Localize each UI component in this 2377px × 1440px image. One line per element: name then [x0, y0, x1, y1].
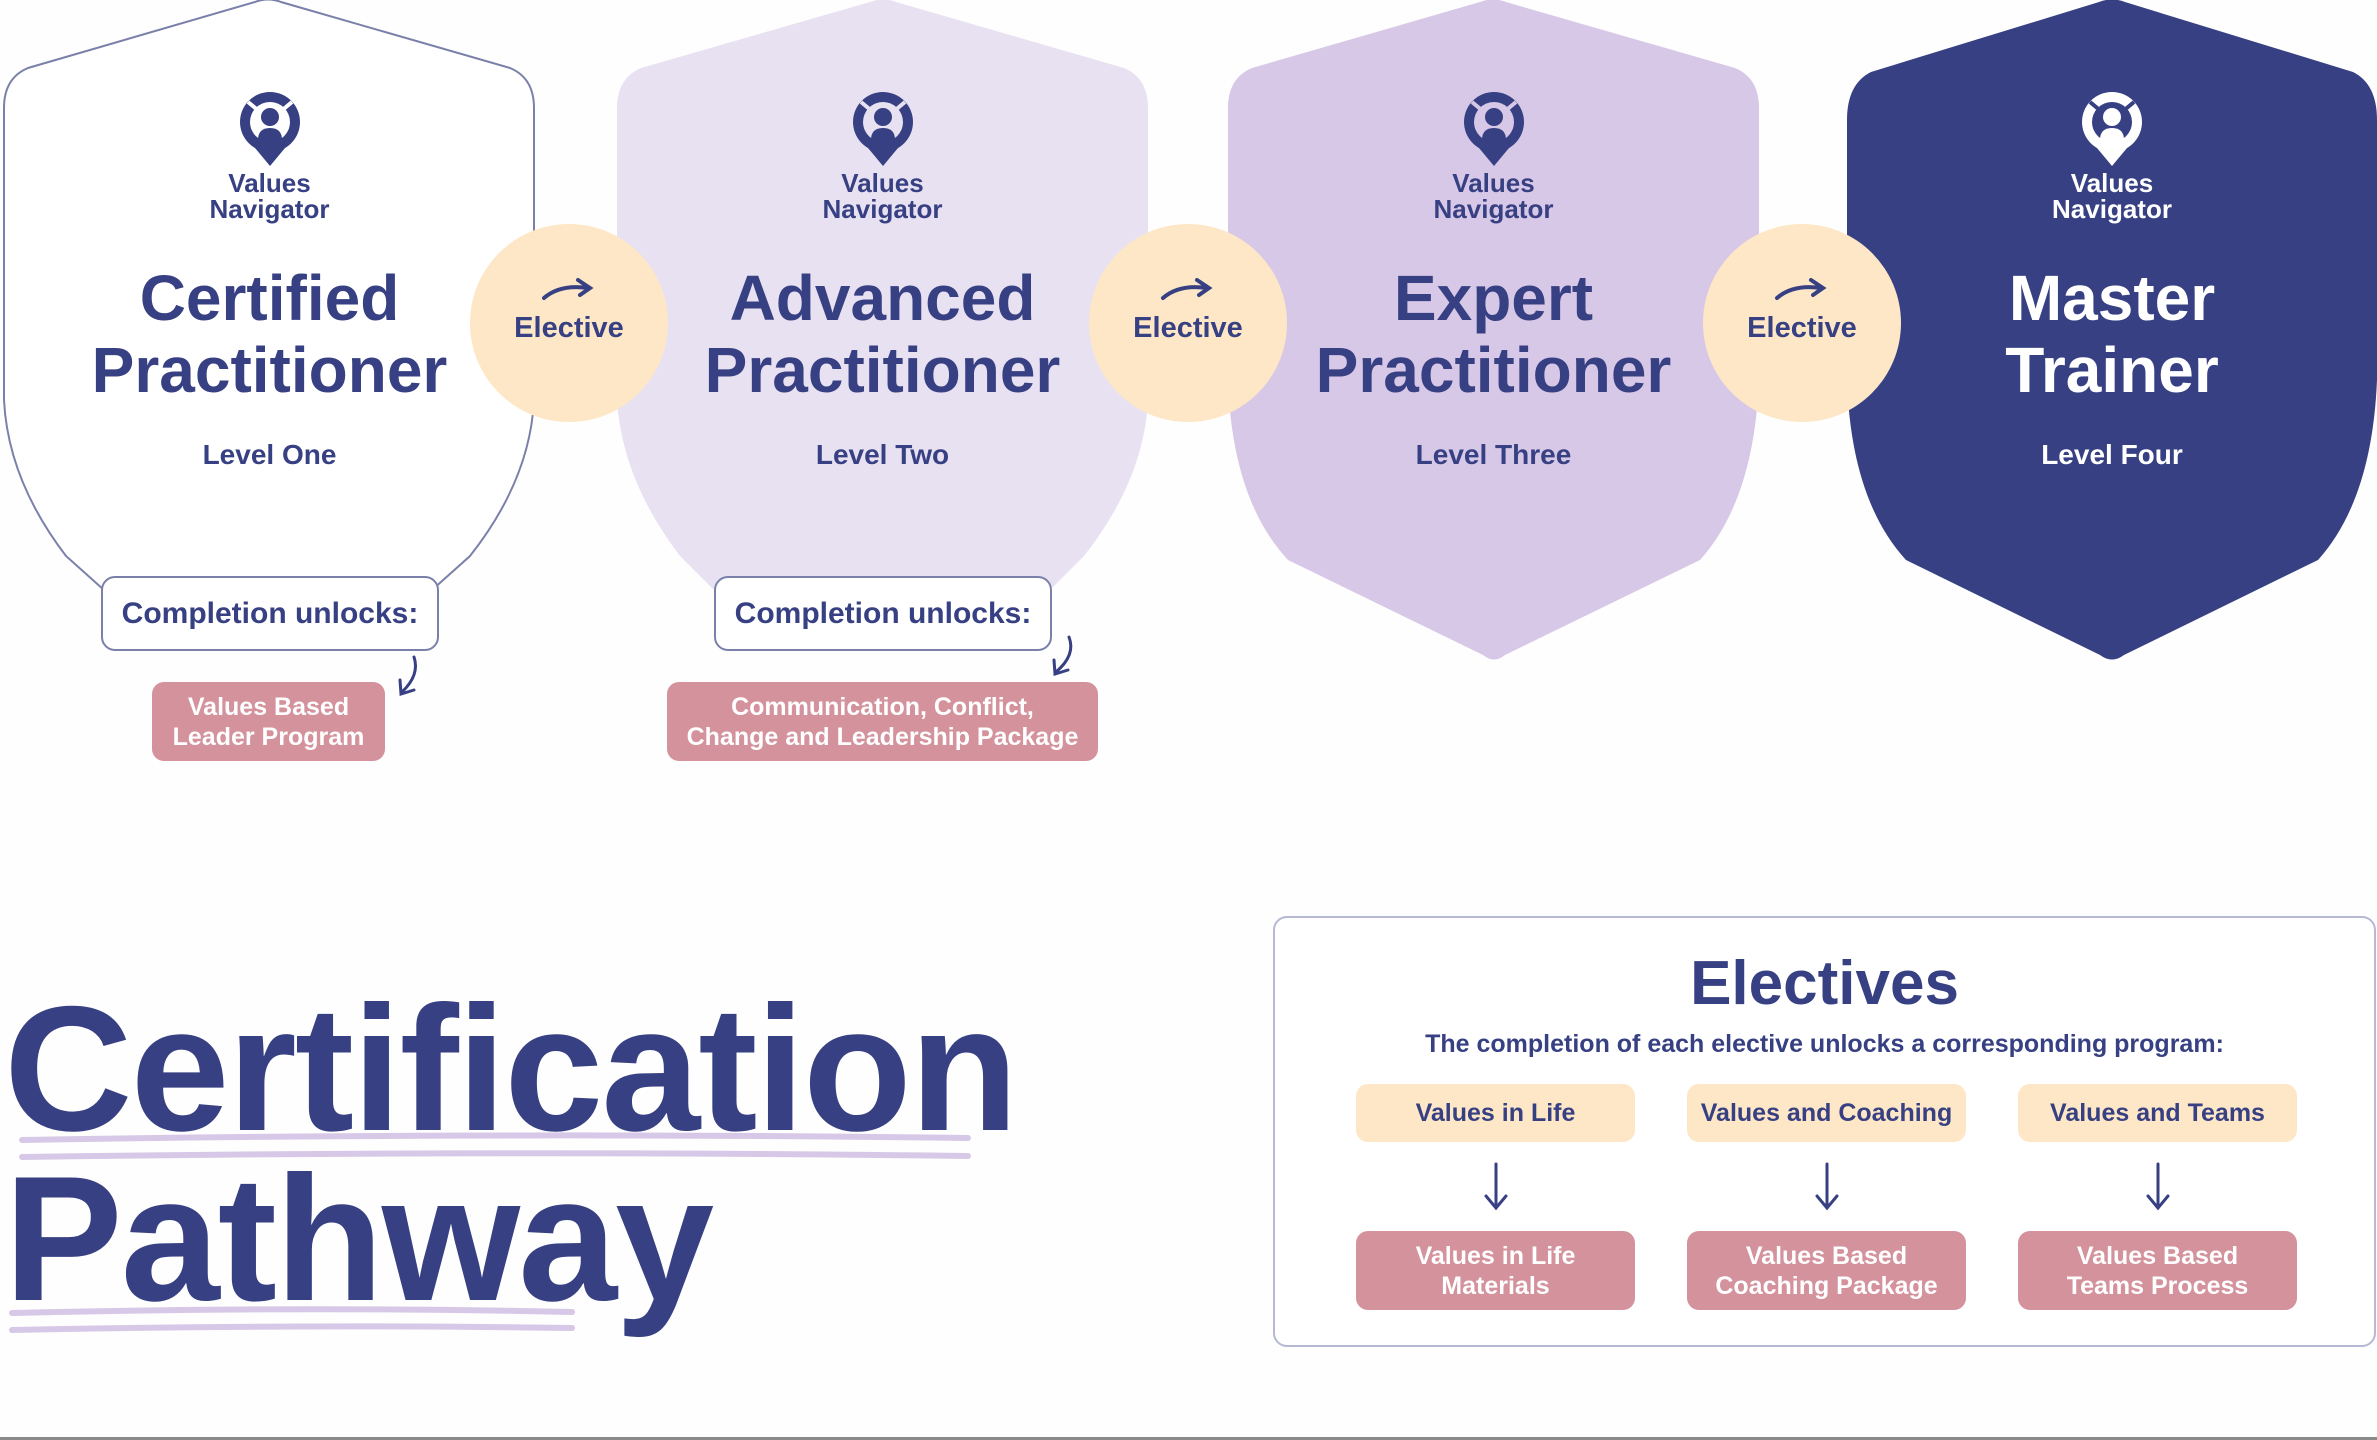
level-title-line2: Practitioner — [1315, 334, 1672, 406]
hero-underline-2a — [9, 1306, 575, 1316]
brand-line1: Values — [841, 168, 924, 198]
shield-level-four — [1847, 0, 2377, 660]
bottom-border — [0, 1437, 2377, 1440]
elective-connector-2[interactable]: Elective — [1089, 224, 1287, 422]
brand-line2: Navigator — [209, 194, 330, 224]
shield-level-two — [617, 0, 1148, 590]
program-line1: Values in Life — [1415, 1241, 1576, 1270]
hero-underline-1b — [19, 1150, 971, 1160]
hero-underline-1a — [19, 1132, 971, 1143]
program-line1: Values Based — [187, 692, 350, 721]
arrow-down-icon — [1484, 1162, 1508, 1211]
program-line1: Values Based — [2076, 1241, 2239, 1270]
elective-label: Elective — [1133, 312, 1243, 344]
elective-label: Elective — [514, 312, 624, 344]
completion-unlocks-label: Completion unlocks: — [714, 576, 1052, 651]
program-line2: Teams Process — [2066, 1271, 2249, 1300]
elective-label: Elective — [1747, 312, 1857, 344]
level-title-line2: Practitioner — [704, 334, 1061, 406]
level-label: Level Three — [1415, 439, 1572, 470]
arrow-down-icon — [2146, 1162, 2170, 1211]
brand-line2: Navigator — [822, 194, 943, 224]
electives-title: Electives — [1690, 949, 1959, 1018]
curved-arrow-right-icon — [1161, 278, 1213, 300]
level-title-line2: Trainer — [2005, 334, 2219, 406]
completion-unlocks-label: Completion unlocks: — [101, 576, 439, 651]
electives-panel: Electives The completion of each electiv… — [1273, 916, 2376, 1347]
elective-connector-1[interactable]: Elective — [470, 224, 668, 422]
level-title-line1: Certified — [139, 262, 400, 334]
electives-subtitle: The completion of each elective unlocks … — [1425, 1030, 2224, 1058]
navigator-pin-icon — [239, 92, 300, 166]
level-title-line1: Advanced — [729, 262, 1036, 334]
shield-level-one — [3, 0, 535, 591]
elective-item[interactable]: Values and Teams — [2018, 1084, 2297, 1142]
curved-arrow-right-icon — [1775, 278, 1827, 300]
unlocked-program-badge[interactable]: Communication, Conflict,Change and Leade… — [667, 682, 1098, 761]
brand-line1: Values — [1452, 168, 1535, 198]
level-title-line1: Master — [2008, 262, 2216, 334]
level-title-line1: Expert — [1393, 262, 1594, 334]
program-line2: Change and Leadership Package — [686, 722, 1079, 751]
level-label: Level One — [202, 439, 337, 470]
elective-item[interactable]: Values in Life — [1356, 1084, 1635, 1142]
brand-line1: Values — [2070, 168, 2154, 198]
navigator-pin-icon — [1463, 92, 1524, 166]
level-title-line2: Practitioner — [91, 334, 448, 406]
level-label: Level Four — [2041, 439, 2183, 470]
hero-title-line2: Pathway — [4, 1139, 714, 1338]
unlock-arrow-icon — [1052, 635, 1073, 676]
brand-line1: Values — [228, 168, 311, 198]
hero-underline-2b — [9, 1323, 575, 1333]
curved-arrow-right-icon — [542, 278, 594, 300]
arrow-down-icon — [1815, 1162, 1839, 1211]
brand-line2: Navigator — [1433, 194, 1554, 224]
program-line1: Communication, Conflict, — [731, 692, 1034, 721]
navigator-pin-icon — [852, 92, 913, 166]
brand-line2: Navigator — [2052, 194, 2172, 224]
shield-level-three — [1228, 0, 1759, 660]
program-line2: Materials — [1441, 1271, 1550, 1300]
program-line2: Coaching Package — [1715, 1271, 1938, 1300]
elective-item[interactable]: Values and Coaching — [1687, 1084, 1966, 1142]
program-line2: Leader Program — [172, 722, 365, 751]
level-label: Level Two — [815, 439, 950, 470]
unlock-arrow-icon — [398, 655, 417, 696]
elective-connector-3[interactable]: Elective — [1703, 224, 1901, 422]
program-line1: Values Based — [1745, 1241, 1908, 1270]
navigator-pin-icon — [2082, 92, 2142, 166]
hero-title-line1: Certification — [4, 969, 1018, 1168]
